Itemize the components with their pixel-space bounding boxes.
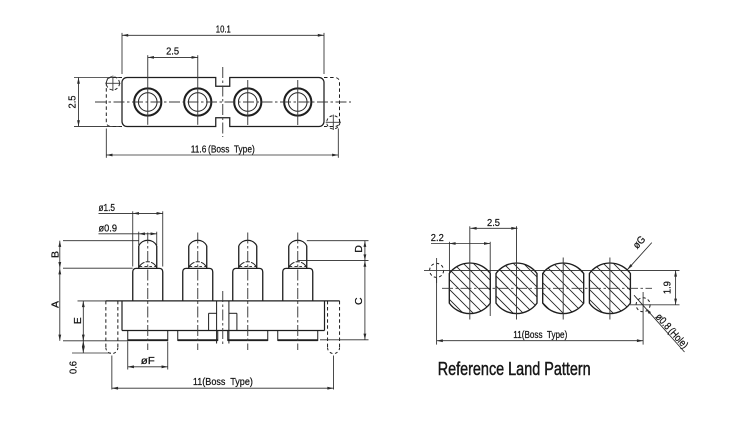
svg-text:øF: øF (141, 355, 155, 367)
svg-text:ø1.5: ø1.5 (99, 202, 116, 214)
svg-text:11.6 (Boss Type): 11.6 (Boss Type) (191, 144, 255, 156)
svg-text:11(Boss Type): 11(Boss Type) (513, 330, 567, 341)
svg-text:A: A (50, 301, 62, 308)
svg-text:C: C (353, 297, 365, 305)
svg-text:2.5: 2.5 (66, 95, 78, 108)
svg-text:D: D (353, 245, 365, 253)
svg-text:E: E (72, 317, 84, 324)
svg-text:2.5: 2.5 (487, 217, 500, 229)
svg-text:ø0.9: ø0.9 (99, 223, 118, 235)
svg-text:1.9: 1.9 (662, 281, 674, 294)
svg-text:2.5: 2.5 (166, 46, 179, 58)
svg-text:10.1: 10.1 (216, 24, 231, 36)
svg-text:Reference Land Pattern: Reference Land Pattern (438, 359, 591, 379)
svg-text:11(Boss Type): 11(Boss Type) (193, 376, 253, 388)
svg-text:2.2: 2.2 (431, 232, 444, 244)
svg-text:B: B (50, 251, 62, 258)
svg-text:0.6: 0.6 (67, 361, 79, 374)
